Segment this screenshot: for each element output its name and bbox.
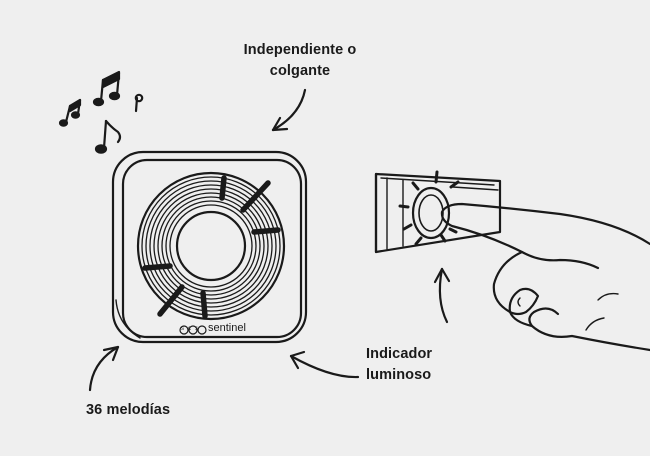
music-note-1 <box>58 98 82 127</box>
arrow-indicator-button <box>433 267 451 324</box>
brand-logo-text: scs <box>181 326 202 332</box>
label-standalone-line-2: colgante <box>269 63 331 79</box>
doorbell-push-button-icon <box>374 170 502 254</box>
push-button-light-rays <box>398 170 460 246</box>
label-indicator-line-1: Indicador <box>366 346 433 362</box>
label-melodies: 36 melodías <box>86 402 171 418</box>
brand-name: sentinel <box>208 322 246 334</box>
chime-body <box>111 150 308 344</box>
chime-face <box>121 158 303 339</box>
arrow-indicator-chime <box>289 350 360 379</box>
music-note-3 <box>94 119 122 154</box>
label-light-indicator: Indicador luminoso <box>366 344 476 386</box>
push-button-plate <box>374 172 502 254</box>
arrow-icon <box>88 88 451 392</box>
music-notes-icon <box>58 70 144 154</box>
chime-light-bars <box>142 175 281 319</box>
arrow-melodies <box>88 345 120 392</box>
label-standalone-or-hanging: Independiente o colgante <box>230 40 370 82</box>
chime-speaker-rings <box>136 171 286 321</box>
label-indicator-line-2: luminoso <box>366 367 432 383</box>
hand-icon <box>440 202 650 352</box>
label-standalone-line-1: Independiente o <box>243 42 357 58</box>
push-button <box>411 186 451 240</box>
doorbell-chime-icon <box>111 150 308 344</box>
brand-logo <box>179 325 207 335</box>
music-note-4 <box>134 93 144 113</box>
arrow-standalone <box>271 88 307 132</box>
music-note-2 <box>92 70 121 107</box>
